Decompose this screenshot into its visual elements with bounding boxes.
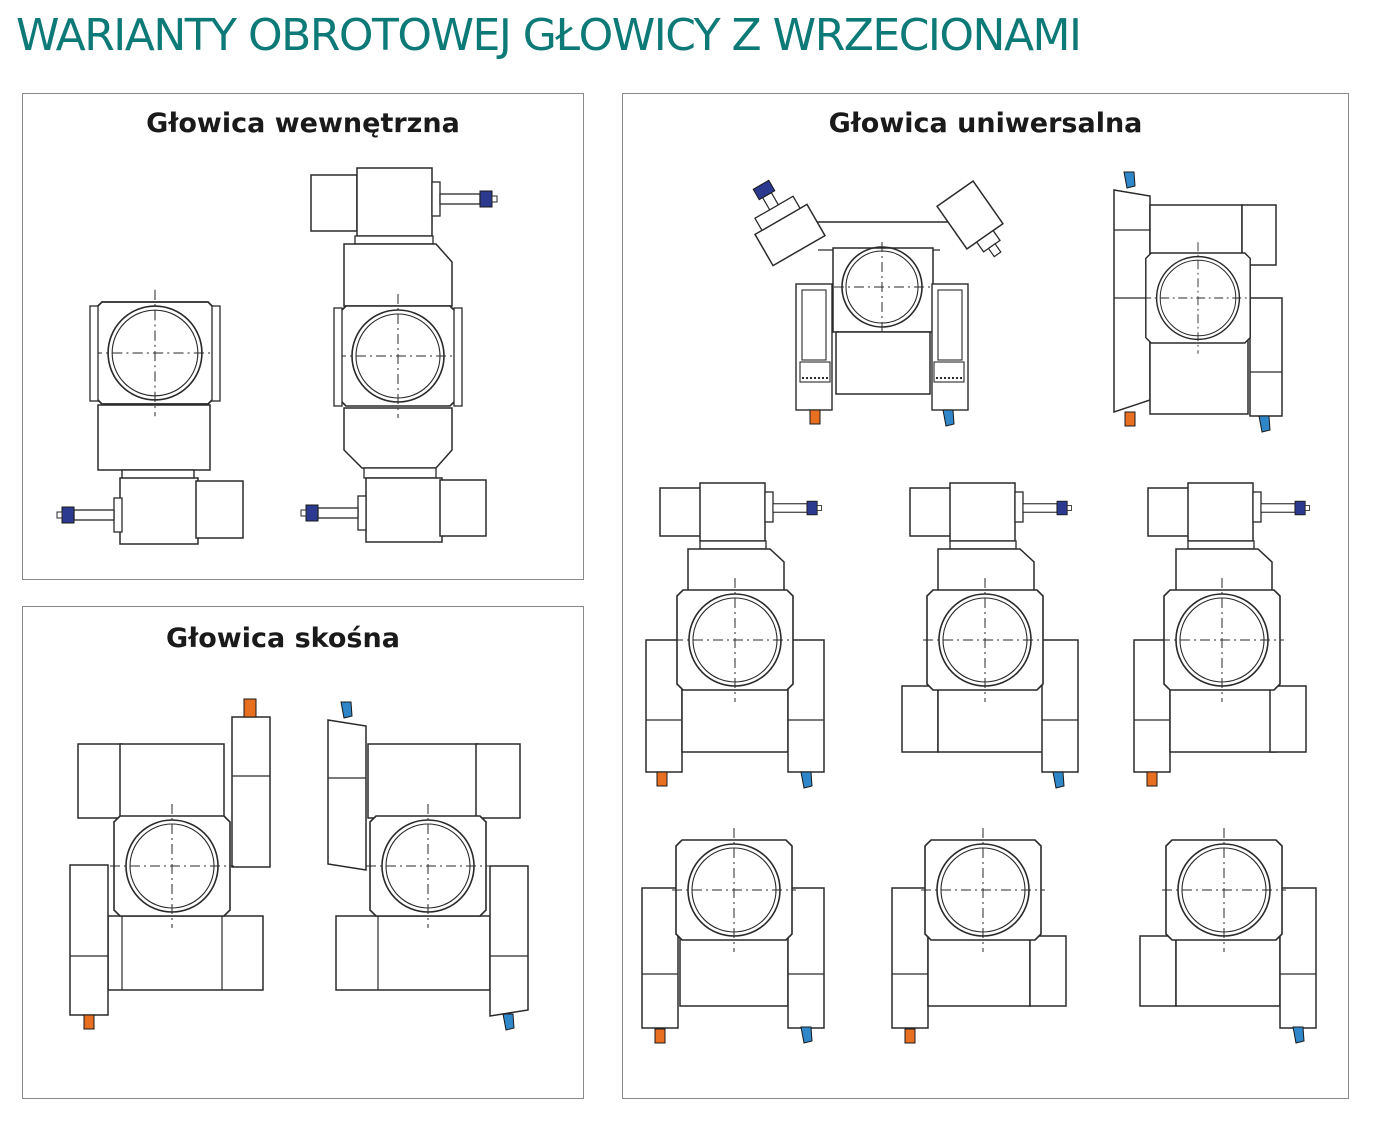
universal-head-row3-2 (891, 827, 1067, 1044)
panel-oblique-title: Głowica skośna (166, 623, 400, 654)
oblique-head-variant-b (327, 701, 529, 1031)
universal-head-row3-1 (641, 827, 825, 1044)
universal-head-row2-1 (645, 482, 825, 789)
page-title: WARIANTY OBROTOWEJ GŁOWICY Z WRZECIONAMI (16, 10, 1082, 61)
universal-head-row2-3 (1133, 482, 1311, 787)
internal-head-variant-a (56, 288, 244, 545)
universal-head-angled (752, 179, 1004, 427)
universal-head-row2-2 (901, 482, 1079, 789)
internal-head-variant-b (300, 167, 498, 543)
universal-head-rotated (1113, 171, 1283, 433)
panel-internal-title: Głowica wewnętrzna (146, 108, 460, 139)
panel-universal-title: Głowica uniwersalna (828, 108, 1143, 139)
universal-head-row3-3 (1139, 827, 1317, 1044)
oblique-head-variant-a (69, 698, 271, 1030)
